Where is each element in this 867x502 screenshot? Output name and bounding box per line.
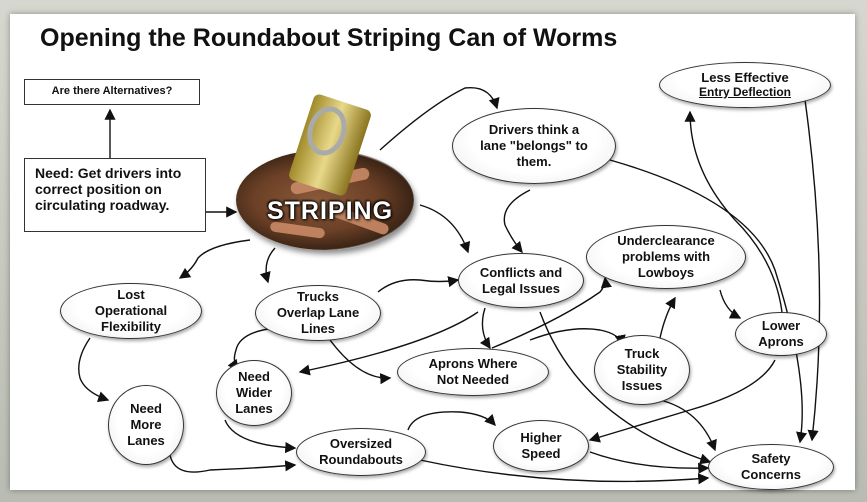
arrow-stability-to-safety (660, 400, 715, 450)
arrow-underclearance-to-lower (720, 290, 740, 318)
arrow-less-to-safety (805, 100, 820, 440)
alternatives-box: Are there Alternatives? (24, 79, 200, 105)
lost-flexibility-text: Lost Operational Flexibility (81, 287, 181, 335)
lower-aprons-text: Lower Aprons (750, 318, 812, 350)
node-need-wider: Need Wider Lanes (216, 360, 292, 426)
drivers-think-text: Drivers think a lane "belongs" to them. (477, 122, 591, 170)
node-truck-stability: Truck Stability Issues (594, 335, 690, 405)
higher-speed-text: Higher Speed (510, 430, 572, 462)
arrow-can-to-lost (180, 240, 250, 278)
arrow-conflicts-to-aprons (482, 308, 490, 348)
node-lower-aprons: Lower Aprons (735, 312, 827, 356)
arrow-oversized-to-speed (408, 412, 495, 430)
arrow-drivers-to-conflicts (504, 190, 530, 252)
less-effective-text: Less Effective (701, 70, 788, 85)
need-box: Need: Get drivers into correct position … (24, 158, 206, 232)
arrow-stability-to-underclearance (660, 298, 675, 338)
striping-label: STRIPING (260, 197, 400, 226)
arrow-can-to-conflicts (420, 205, 468, 252)
node-safety: Safety Concerns (708, 444, 834, 490)
node-aprons-where: Aprons Where Not Needed (397, 348, 549, 396)
arrow-trucks-to-conflicts (378, 280, 458, 292)
node-need-more: Need More Lanes (108, 385, 184, 465)
node-less-effective: Less Effective Entry Deflection (659, 62, 831, 108)
need-wider-text: Need Wider Lanes (227, 369, 281, 417)
entry-deflection-text: Entry Deflection (699, 85, 791, 100)
node-conflicts: Conflicts and Legal Issues (458, 253, 584, 308)
arrow-trucks-to-aprons (330, 340, 390, 378)
oversized-text: Oversized Roundabouts (313, 436, 409, 468)
trucks-overlap-text: Trucks Overlap Lane Lines (272, 289, 364, 337)
truck-stability-text: Truck Stability Issues (607, 346, 677, 394)
arrow-lost-to-more (79, 338, 108, 400)
node-oversized: Oversized Roundabouts (296, 428, 426, 476)
aprons-where-text: Aprons Where Not Needed (418, 356, 528, 388)
node-underclearance: Underclearance problems with Lowboys (586, 225, 746, 289)
need-text: Need: Get drivers into correct position … (35, 165, 181, 213)
node-drivers-think: Drivers think a lane "belongs" to them. (452, 108, 616, 184)
underclearance-text: Underclearance problems with Lowboys (607, 233, 725, 281)
node-higher-speed: Higher Speed (493, 420, 589, 472)
node-trucks-overlap: Trucks Overlap Lane Lines (255, 285, 381, 341)
arrow-can-to-trucks (266, 248, 275, 282)
node-lost-flexibility: Lost Operational Flexibility (60, 283, 202, 339)
alternatives-text: Are there Alternatives? (52, 85, 173, 97)
safety-text: Safety Concerns (729, 451, 813, 483)
conflicts-text: Conflicts and Legal Issues (473, 265, 569, 297)
arrow-aprons-to-stability (530, 329, 622, 345)
need-more-text: Need More Lanes (119, 401, 173, 449)
arrow-more-to-oversized (170, 455, 295, 472)
